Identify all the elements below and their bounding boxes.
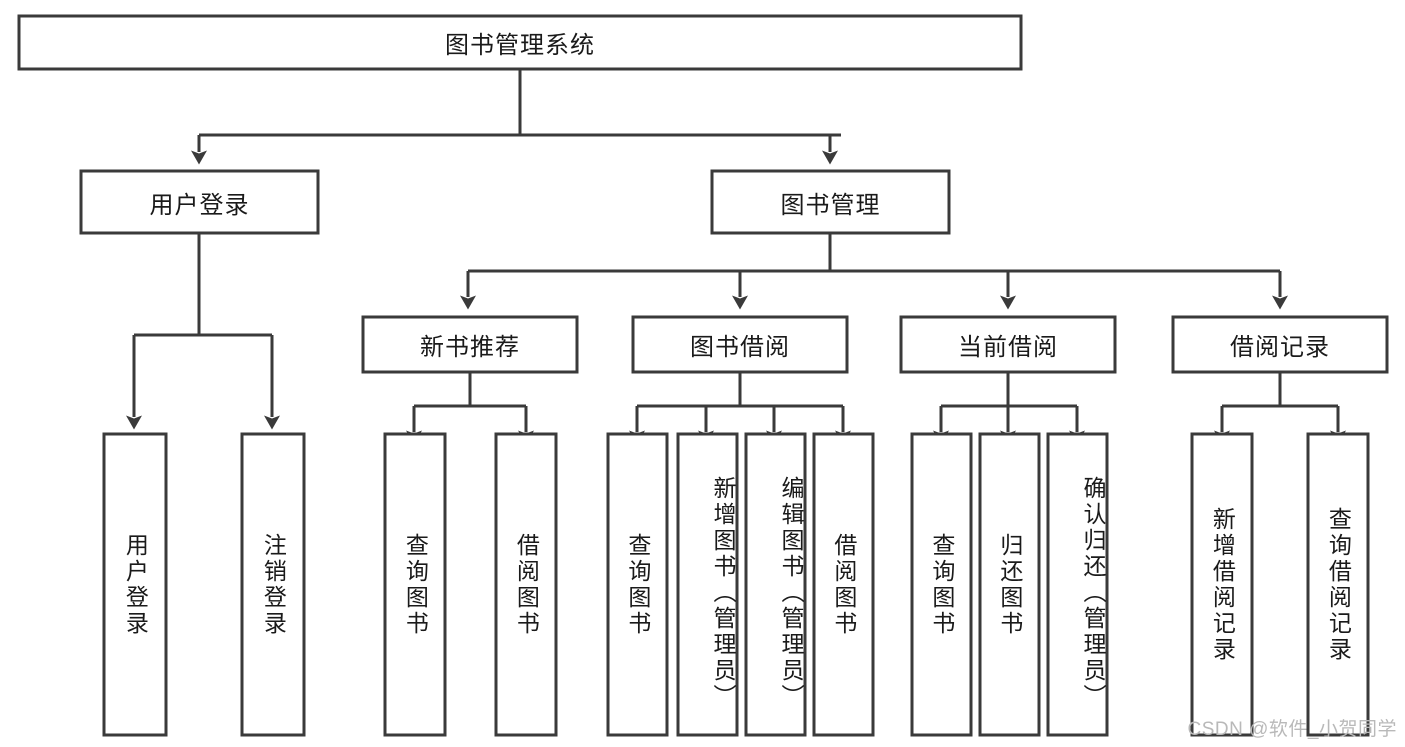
connector-book-borrow-to-leaves bbox=[629, 372, 851, 445]
connector-new-book-rec-to-leaves bbox=[406, 372, 534, 445]
leaf-box-book-borrow-3[interactable] bbox=[812, 432, 875, 737]
leaf-box-new-book-0[interactable] bbox=[383, 432, 447, 737]
leaf-box-book-borrow-2[interactable] bbox=[744, 432, 807, 737]
leaf-box-current-borrow-2[interactable] bbox=[1046, 432, 1109, 737]
node-user-login-box[interactable] bbox=[79, 169, 320, 235]
connector-book-mgmt-to-level3 bbox=[460, 233, 1288, 310]
connector-user-login-to-leaves bbox=[126, 233, 280, 430]
node-new-book-rec-box[interactable] bbox=[361, 315, 579, 374]
leaf-box-user-login-0[interactable] bbox=[102, 432, 168, 737]
leaf-box-borrow-record-1[interactable] bbox=[1306, 432, 1370, 737]
leaf-box-borrow-record-0[interactable] bbox=[1190, 432, 1254, 737]
connector-current-borrow-to-leaves bbox=[933, 372, 1085, 445]
leaf-box-book-borrow-1[interactable] bbox=[676, 432, 739, 737]
node-root-box[interactable] bbox=[17, 14, 1023, 71]
leaf-box-current-borrow-0[interactable] bbox=[910, 432, 973, 737]
leaf-box-book-borrow-0[interactable] bbox=[606, 432, 669, 737]
csdn-watermark: CSDN @软件_小贺同学 bbox=[1187, 719, 1397, 740]
node-book-mgmt-box[interactable] bbox=[710, 169, 951, 235]
node-borrow-record-box[interactable] bbox=[1171, 315, 1389, 374]
connector-borrow-record-to-leaves bbox=[1214, 372, 1346, 445]
leaf-box-current-borrow-1[interactable] bbox=[978, 432, 1041, 737]
node-current-borrow-box[interactable] bbox=[899, 315, 1117, 374]
node-book-borrow-box[interactable] bbox=[631, 315, 849, 374]
connector-root-to-level2 bbox=[191, 69, 841, 165]
leaf-box-new-book-1[interactable] bbox=[494, 432, 558, 737]
leaf-box-user-login-1[interactable] bbox=[240, 432, 306, 737]
